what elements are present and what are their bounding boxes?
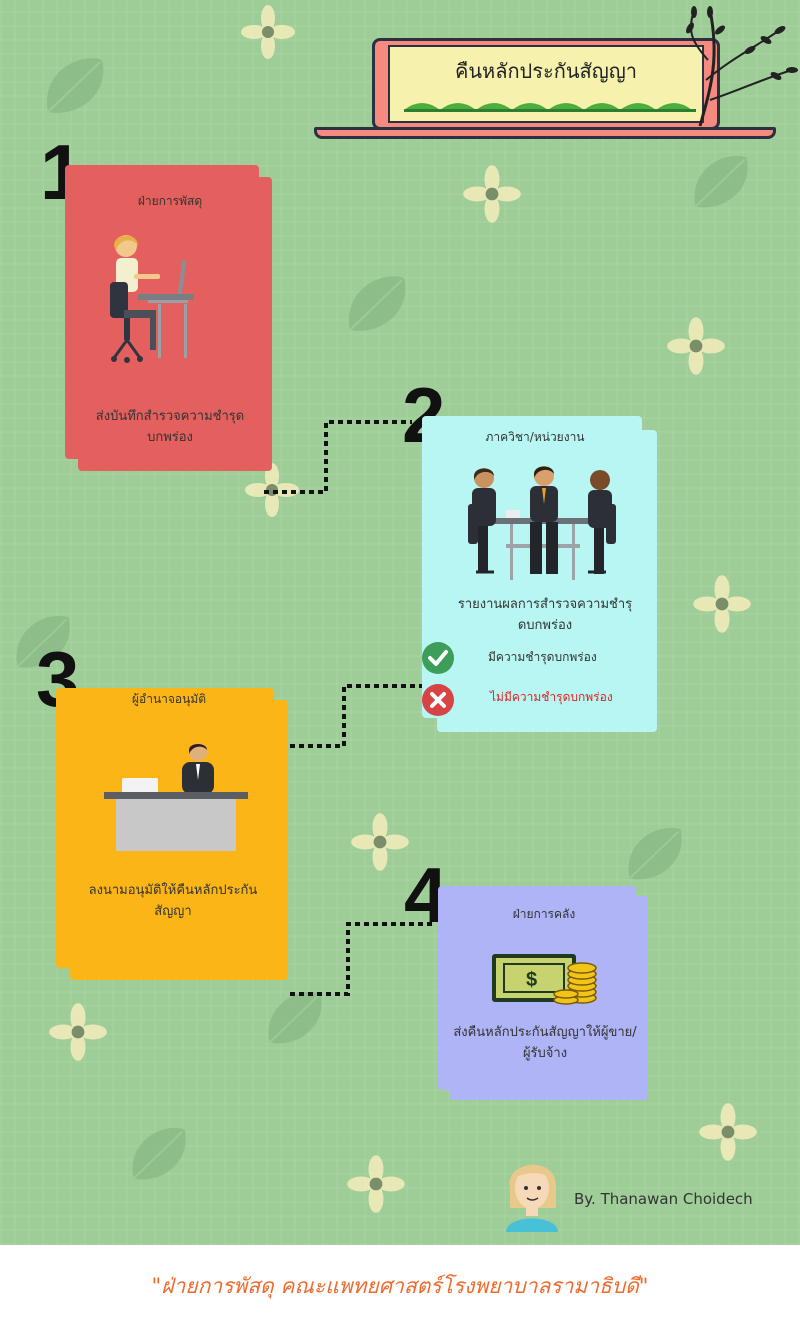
- step-2-description: รายงานผลการสำรวจความชำรุ ดบกพร่อง: [457, 597, 633, 633]
- money-icon: $: [492, 954, 597, 1005]
- leaf-decoration-icon: [132, 1127, 186, 1180]
- step-3-heading: ผู้อำนาจอนุมัติ: [131, 692, 207, 706]
- title-ornament-icon: [404, 103, 696, 112]
- branch-decoration-icon: [686, 6, 798, 127]
- leaf-decoration-icon: [46, 58, 104, 113]
- step-3-description: ลงนามอนุมัติให้คืนหลักประกัน สัญญา: [88, 883, 258, 919]
- leaf-decoration-icon: [16, 615, 70, 668]
- author-credit: By. Thanawan Choidech: [574, 1190, 753, 1208]
- flower-decoration-icon: [699, 1103, 757, 1161]
- flower-decoration-icon: [463, 165, 521, 223]
- meeting-people-icon: [468, 466, 616, 580]
- flower-decoration-icon: [241, 5, 295, 59]
- step-2-heading: ภาควิชา/หน่วยงาน: [485, 430, 585, 444]
- step-4-heading: ฝ่ายการคลัง: [512, 907, 576, 921]
- step-1-description: ส่งบันทึกสำรวจความชำรุด บกพร่อง: [95, 409, 245, 445]
- connector-3-4: [290, 922, 434, 996]
- flower-decoration-icon: [667, 317, 725, 375]
- check-icon: [422, 642, 454, 674]
- step-1-heading: ฝ่ายการพัสดุ: [137, 194, 203, 208]
- flower-decoration-icon: [351, 813, 409, 871]
- connector-1-2: [264, 420, 412, 494]
- footer-text: "ฝ่ายการพัสดุ คณะแพทยศาสตร์โรงพยาบาลรามา…: [151, 1274, 649, 1298]
- leaf-decoration-icon: [268, 991, 322, 1044]
- cross-icon: [422, 684, 454, 716]
- page-title: คืนหลักประกันสัญญา: [454, 59, 638, 83]
- option-no-damage: ไม่มีความชำรุดบกพร่อง: [490, 690, 613, 704]
- executive-desk-icon: [104, 743, 248, 851]
- dollar-sign: $: [526, 969, 537, 991]
- leaf-decoration-icon: [348, 276, 406, 331]
- flower-decoration-icon: [693, 575, 751, 633]
- footer: [0, 1245, 800, 1324]
- connector-2-3: [290, 684, 422, 748]
- infographic-canvas: คืนหลักประกันสัญญา 1 ฝ่ายการพัสดุ: [0, 0, 800, 1245]
- flower-decoration-icon: [347, 1155, 405, 1213]
- office-worker-icon: [110, 235, 194, 363]
- leaf-decoration-icon: [694, 155, 748, 208]
- leaf-decoration-icon: [628, 827, 682, 880]
- title-laptop-base: [314, 127, 776, 139]
- flower-decoration-icon: [49, 1003, 107, 1061]
- author-avatar: [506, 1164, 558, 1232]
- step-4-description: ส่งคืนหลักประกันสัญญาให้ผู้ขาย/ ผู้รับจ้…: [453, 1025, 637, 1061]
- option-has-damage: มีความชำรุดบกพร่อง: [488, 650, 597, 664]
